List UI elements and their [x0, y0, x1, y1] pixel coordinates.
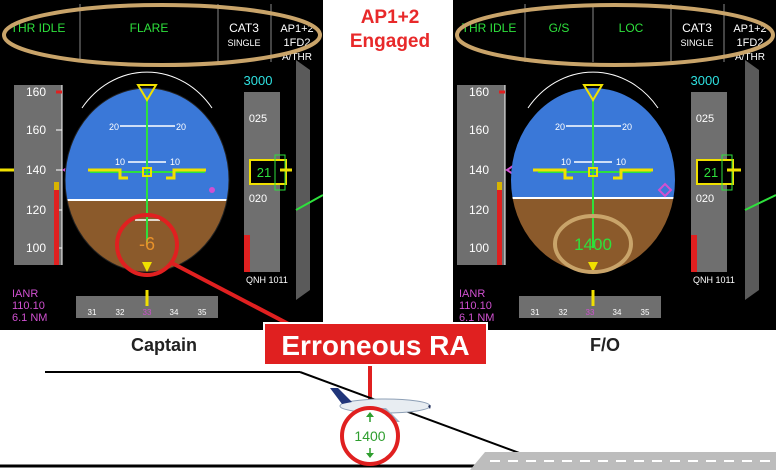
altitude-target: 3000	[691, 73, 720, 88]
pitch-label: 20	[622, 122, 632, 132]
heading-tick-label: 31	[88, 308, 97, 317]
callout-connector	[169, 260, 301, 332]
speed-tick-label: 100	[469, 241, 489, 255]
altitude-tick-label: 025	[249, 113, 267, 125]
ils-identifier: IANR	[12, 288, 38, 300]
pitch-label: 20	[109, 122, 119, 132]
speed-tape: 160 160 140 120 100	[0, 85, 77, 265]
heading-tick-label: 34	[613, 308, 622, 317]
approach-scene: 1400	[0, 371, 776, 470]
altitude-tick-label: 020	[696, 193, 714, 205]
ils-identifier: IANR	[459, 288, 485, 300]
fma-ap-status: AP1+2	[280, 23, 313, 35]
fma-ap-status: AP1+2	[733, 23, 766, 35]
speed-tick-label: 140	[469, 163, 489, 177]
fo-caption: F/O	[590, 335, 620, 355]
altitude-tick-label: 020	[249, 193, 267, 205]
heading-tick-label: 33	[586, 308, 595, 317]
altitude-current: 21	[257, 165, 271, 180]
altitude-current: 21	[704, 165, 718, 180]
heading-tick-label: 35	[641, 308, 650, 317]
fma-approach-cap-sub: SINGLE	[680, 38, 713, 48]
fma-athr-status: A/THR	[282, 52, 312, 63]
fma-fd-status: 1FD2	[284, 37, 311, 49]
heading-tick-label: 31	[531, 308, 540, 317]
pitch-label: 10	[616, 157, 626, 167]
speed-tick-label: 100	[26, 241, 46, 255]
pitch-label: 20	[555, 122, 565, 132]
speed-tick-label: 160	[26, 123, 46, 137]
fma-thrust-mode: THR IDLE	[462, 21, 517, 35]
vertical-speed-scale	[295, 60, 323, 300]
fma-approach-cap: CAT3	[229, 21, 259, 35]
speed-tick-label: 120	[26, 203, 46, 217]
heading-tick-label: 35	[198, 308, 207, 317]
fma-callout-ring	[2, 3, 322, 67]
altitude-tick-label: 025	[696, 113, 714, 125]
captain-caption: Captain	[131, 335, 198, 355]
fma-callout-ring	[455, 3, 775, 67]
heading-tick-label: 32	[559, 308, 568, 317]
fma-athr-status: A/THR	[735, 52, 765, 63]
attitude-indicator: 20 20 10 10	[511, 71, 675, 272]
pitch-label: 10	[170, 157, 180, 167]
autopilot-status-line2: Engaged	[349, 31, 431, 52]
fo-pfd-graphic: THR IDLE G/S LOC CAT3 SINGLE AP1+2 1FD2 …	[455, 3, 776, 324]
baro-setting: QNH 1011	[246, 275, 288, 285]
ils-frequency: 110.10	[12, 300, 45, 312]
speed-tape: 160 160 140 120 100	[457, 85, 520, 265]
vertical-speed-scale	[744, 60, 776, 300]
altitude-tape: 3000 025 020 21	[244, 73, 292, 272]
fo-pfd: THR IDLE G/S LOC CAT3 SINGLE AP1+2 1FD2 …	[453, 0, 776, 330]
speed-tick-label: 160	[469, 85, 489, 99]
captain-pfd: THR IDLE FLARE CAT3 SINGLE AP1+2 1FD2 A/…	[0, 0, 323, 330]
pitch-label: 10	[561, 157, 571, 167]
scene-ra-value: 1400	[354, 428, 385, 444]
ils-frequency: 110.10	[459, 300, 492, 312]
speed-tick-label: 140	[26, 163, 46, 177]
heading-tick-label: 32	[116, 308, 125, 317]
altitude-tape: 3000 025 020 21	[691, 73, 741, 272]
heading-tape: 31 32 33 34 35	[519, 290, 661, 318]
pitch-label: 10	[115, 157, 125, 167]
radio-altitude-readout: -6	[139, 234, 155, 254]
speed-tick-label: 160	[26, 85, 46, 99]
fma-approach-cap-sub: SINGLE	[227, 38, 260, 48]
fma-vertical-mode: G/S	[549, 21, 570, 35]
altitude-target: 3000	[244, 73, 273, 88]
speed-tick-label: 160	[469, 123, 489, 137]
heading-tick-label: 33	[143, 308, 152, 317]
ils-distance: 6.1 NM	[12, 312, 47, 324]
scene-ra-callout-ring	[340, 406, 400, 466]
fma-lateral-mode: LOC	[619, 21, 644, 35]
captain-pfd-graphic: THR IDLE FLARE CAT3 SINGLE AP1+2 1FD2 A/…	[0, 3, 323, 324]
fma-thrust-mode: THR IDLE	[11, 21, 66, 35]
radio-altitude-callout-ring	[553, 214, 633, 274]
heading-tape: 31 32 33 34 35	[76, 290, 218, 318]
fma-vertical-mode: FLARE	[130, 21, 169, 35]
baro-setting: QNH 1011	[693, 275, 735, 285]
autopilot-status-note: AP1+2 Engaged	[330, 6, 450, 54]
radio-altitude-callout-ring	[115, 213, 179, 277]
fma-bar: THR IDLE G/S LOC CAT3 SINGLE AP1+2 1FD2 …	[462, 4, 767, 63]
autopilot-status-line1: AP1+2	[360, 7, 420, 28]
heading-tick-label: 34	[170, 308, 179, 317]
speed-tick-label: 120	[469, 203, 489, 217]
fma-approach-cap: CAT3	[682, 21, 712, 35]
ils-distance: 6.1 NM	[459, 312, 494, 324]
erroneous-ra-label: Erroneous RA	[263, 322, 488, 366]
fma-fd-status: 1FD2	[737, 37, 764, 49]
pitch-label: 20	[176, 122, 186, 132]
radio-altitude-readout: 1400	[574, 235, 612, 254]
